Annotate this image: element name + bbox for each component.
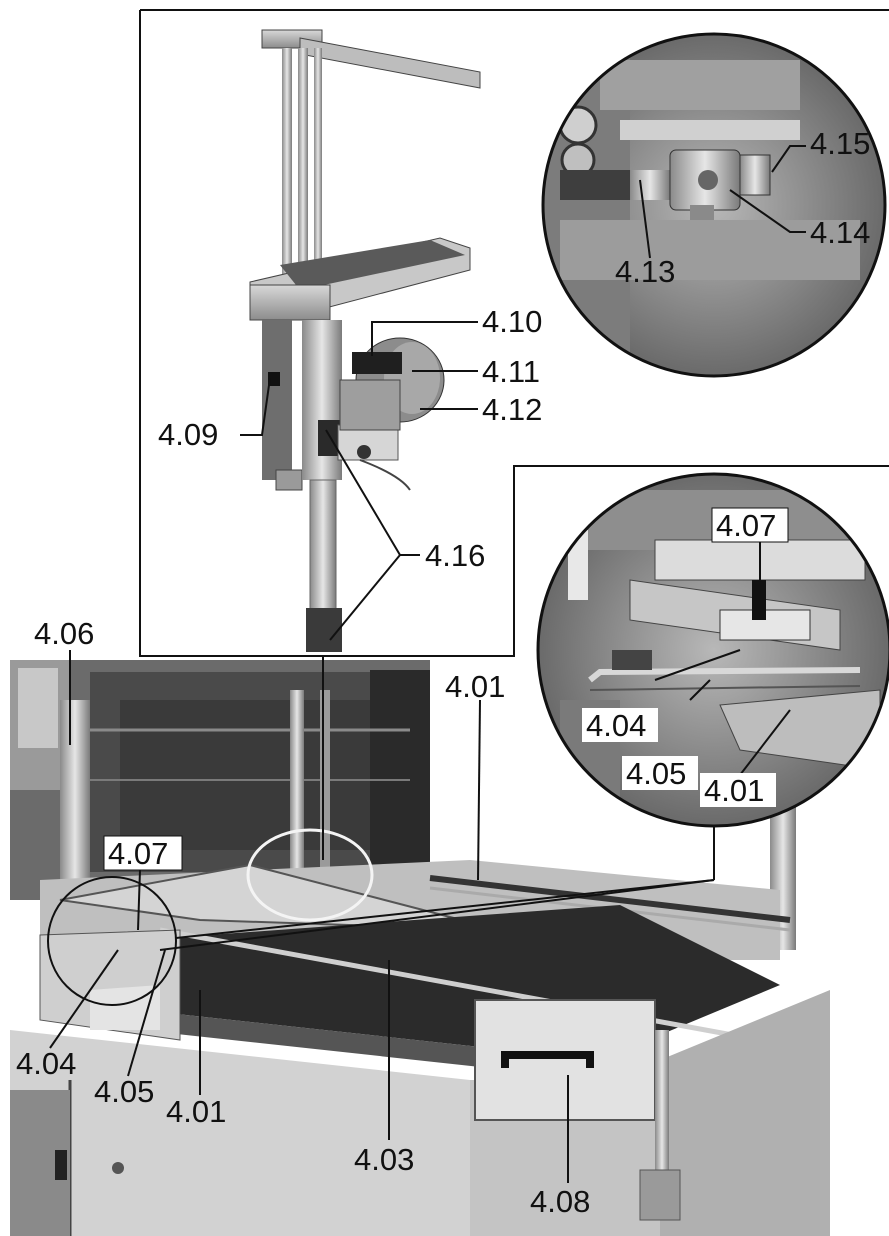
frame-assembly [249, 29, 481, 652]
callout-4-13: 4.13 [615, 254, 675, 289]
callout-4-14: 4.14 [810, 215, 870, 250]
callout-4-04-inset: 4.04 [586, 708, 646, 743]
callout-4-04: 4.04 [16, 1046, 76, 1081]
callout-4-07-inset: 4.07 [716, 508, 776, 543]
callout-4-07: 4.07 [108, 836, 168, 871]
callout-4-05: 4.05 [94, 1074, 154, 1109]
callout-4-09: 4.09 [158, 417, 218, 452]
leader-lines [49, 145, 806, 1183]
valve-detail-inset [541, 32, 887, 378]
callout-labels: 4.15 4.14 4.13 4.10 4.11 4.12 4.09 4.16 … [16, 126, 870, 1219]
callout-4-06: 4.06 [34, 616, 94, 651]
upper-inset-panel [139, 9, 889, 828]
callout-4-01-bottom: 4.01 [166, 1094, 226, 1129]
callout-4-08: 4.08 [530, 1184, 590, 1219]
callout-4-15: 4.15 [810, 126, 870, 161]
callout-4-16: 4.16 [425, 538, 485, 573]
callout-4-12: 4.12 [482, 392, 542, 427]
callout-4-10: 4.10 [482, 304, 542, 339]
callout-4-01-top: 4.01 [445, 669, 505, 704]
callout-4-05-inset: 4.05 [626, 756, 686, 791]
callout-4-01-inset: 4.01 [704, 773, 764, 808]
callout-4-03: 4.03 [354, 1142, 414, 1177]
callout-4-11: 4.11 [482, 354, 540, 389]
